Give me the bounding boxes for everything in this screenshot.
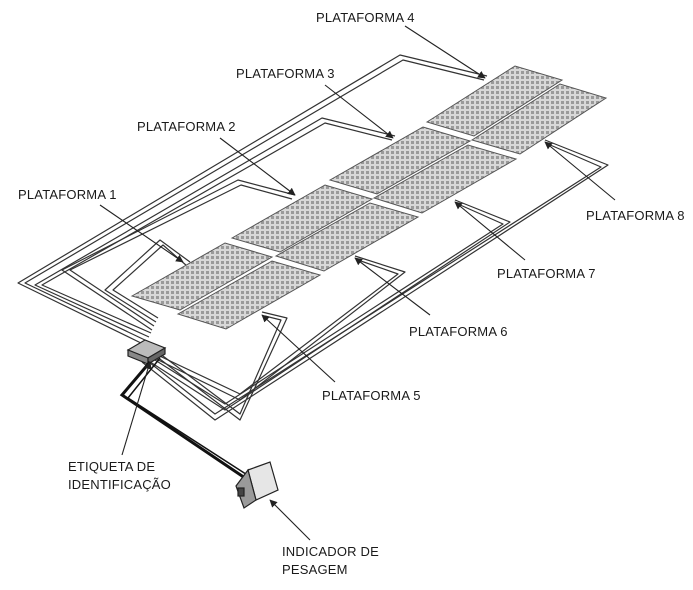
label-platform-8: PLATAFORMA 8	[586, 208, 685, 223]
label-platform-7: PLATAFORMA 7	[497, 266, 596, 281]
label-platform-5: PLATAFORMA 5	[322, 388, 421, 403]
platform-1	[130, 242, 274, 311]
leader-indicator	[269, 499, 311, 541]
cable-platform-8	[141, 139, 609, 421]
platforms	[130, 65, 608, 330]
cable-platform-6	[145, 255, 406, 401]
leader-p5	[261, 314, 336, 383]
leader-p2	[219, 137, 296, 196]
weighing-indicator	[235, 461, 279, 509]
platform-3	[328, 126, 472, 195]
leader-p7	[454, 201, 526, 261]
leader-p3	[324, 84, 394, 139]
label-indicator-line2: PESAGEM	[282, 562, 348, 577]
label-platform-1: PLATAFORMA 1	[18, 187, 117, 202]
platform-7	[372, 144, 518, 214]
label-platform-4: PLATAFORMA 4	[316, 10, 415, 25]
cable-platform-3	[34, 117, 396, 338]
leader-p1	[99, 204, 184, 263]
label-id-tag-line1: ETIQUETA DE	[68, 459, 156, 474]
cable-platform-4	[17, 54, 488, 346]
platform-6	[274, 202, 420, 272]
label-platform-6: PLATAFORMA 6	[409, 324, 508, 339]
platform-8	[470, 83, 608, 155]
label-platform-3: PLATAFORMA 3	[236, 66, 335, 81]
leader-p4	[404, 25, 486, 79]
cable-platform-5	[147, 311, 288, 421]
platform-4	[425, 65, 564, 137]
platform-2	[230, 184, 374, 253]
cable-loops	[17, 54, 609, 421]
label-id-tag-line2: IDENTIFICAÇÃO	[68, 477, 171, 492]
cable-platform-2	[61, 179, 296, 331]
platform-5	[176, 260, 322, 330]
cable-platform-1	[104, 239, 191, 323]
leader-lines	[99, 25, 616, 541]
leader-p8	[544, 141, 616, 201]
leader-p6	[354, 257, 431, 316]
label-indicator-line1: INDICADOR DE	[282, 544, 380, 559]
indicator-cable	[119, 361, 249, 482]
leader-tag	[121, 361, 152, 456]
label-platform-2: PLATAFORMA 2	[137, 119, 236, 134]
